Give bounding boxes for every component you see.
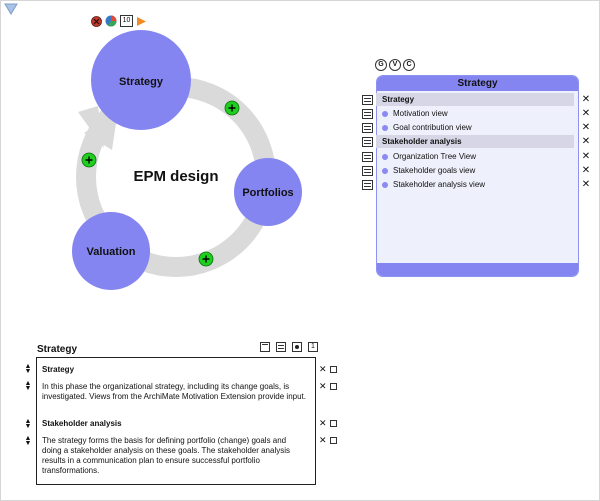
square-icon[interactable]	[330, 437, 337, 444]
reorder-icon[interactable]: ▲▼	[24, 435, 32, 447]
close-icon[interactable]: ✕	[319, 418, 327, 428]
window-icon[interactable]	[260, 342, 270, 352]
play-icon[interactable]	[136, 16, 147, 27]
view-item-label: Motivation view	[393, 109, 448, 118]
section-panel	[36, 357, 316, 485]
close-icon[interactable]: ✕	[581, 151, 591, 162]
close-icon[interactable]: ✕	[581, 179, 591, 190]
bullet-icon	[382, 154, 388, 160]
square-icon[interactable]	[330, 420, 337, 427]
list-icon[interactable]	[276, 342, 286, 352]
mode-button-v[interactable]: V	[389, 59, 401, 71]
view-item-stakeholder-analysis[interactable]: Stakeholder analysis view	[376, 178, 574, 191]
view-item-label: Stakeholder analysis view	[393, 180, 486, 189]
reorder-icon[interactable]: ▲▼	[24, 363, 32, 375]
number-box[interactable]: 10	[120, 15, 133, 27]
close-icon[interactable]: ✕	[319, 364, 327, 374]
node-valuation[interactable]: Valuation	[72, 212, 150, 290]
pie-chart-icon[interactable]	[105, 15, 117, 27]
epm-cycle-diagram: Strategy Portfolios Valuation EPM design	[72, 30, 302, 290]
mode-buttons: G V C	[375, 59, 415, 71]
close-icon[interactable]: ✕	[581, 108, 591, 119]
view-item-label: Stakeholder goals view	[393, 166, 476, 175]
cycle-arrowhead-tail	[84, 110, 118, 150]
view-group-stakeholder-analysis[interactable]: Stakeholder analysis	[376, 135, 574, 148]
section-body: In this phase the organizational strateg…	[42, 382, 306, 401]
view-item-label: Organization Tree View	[393, 152, 477, 161]
section-heading: Stakeholder analysis	[42, 419, 122, 428]
bullet-icon	[382, 111, 388, 117]
mode-button-g[interactable]: G	[375, 59, 387, 71]
document-icon[interactable]	[362, 137, 373, 147]
document-icon[interactable]	[362, 95, 373, 105]
number-box[interactable]: 1	[308, 342, 318, 352]
section-body: The strategy forms the basis for definin…	[42, 436, 291, 475]
view-item-organization-tree[interactable]: Organization Tree View	[376, 150, 574, 163]
document-icon[interactable]	[362, 123, 373, 133]
document-icon[interactable]	[362, 166, 373, 176]
close-icon[interactable]: ✕	[581, 122, 591, 133]
view-item-label: Goal contribution view	[393, 123, 472, 132]
close-icon[interactable]: ✕	[581, 165, 591, 176]
view-group-strategy[interactable]: Strategy	[376, 93, 574, 106]
section-heading: Strategy	[42, 365, 75, 374]
plus-icon[interactable]	[81, 152, 97, 168]
close-icon[interactable]: ✕	[581, 136, 591, 147]
dot-icon[interactable]	[292, 342, 302, 352]
section-panel-title: Strategy	[37, 344, 78, 355]
cycle-center-label: EPM design	[133, 168, 218, 185]
bullet-icon	[382, 168, 388, 174]
diagram-toolbar: 10	[91, 15, 147, 27]
square-icon[interactable]	[330, 366, 337, 373]
reorder-icon[interactable]: ▲▼	[24, 418, 32, 430]
view-item-motivation[interactable]: Motivation view	[376, 107, 574, 120]
document-icon[interactable]	[362, 180, 373, 190]
node-portfolios[interactable]: Portfolios	[234, 158, 302, 226]
close-icon[interactable]: ✕	[319, 381, 327, 391]
close-icon[interactable]: ✕	[581, 94, 591, 105]
plus-icon[interactable]	[198, 251, 214, 267]
document-icon[interactable]	[362, 109, 373, 119]
view-panel-title: Strategy	[377, 76, 578, 91]
bullet-icon	[382, 182, 388, 188]
stop-icon[interactable]	[91, 15, 102, 27]
node-label: Valuation	[87, 246, 136, 258]
triangle-down-icon[interactable]	[4, 3, 18, 15]
close-icon[interactable]: ✕	[319, 435, 327, 445]
bullet-icon	[382, 125, 388, 131]
document-icon[interactable]	[362, 152, 373, 162]
square-icon[interactable]	[330, 383, 337, 390]
mode-button-c[interactable]: C	[403, 59, 415, 71]
reorder-icon[interactable]: ▲▼	[24, 380, 32, 392]
view-panel: Strategy	[376, 75, 579, 277]
node-label: Portfolios	[242, 187, 293, 199]
view-item-stakeholder-goals[interactable]: Stakeholder goals view	[376, 164, 574, 177]
view-item-goal-contribution[interactable]: Goal contribution view	[376, 121, 574, 134]
node-strategy[interactable]: Strategy	[91, 30, 191, 130]
plus-icon[interactable]	[224, 100, 240, 116]
view-panel-footer	[377, 263, 578, 276]
node-label: Strategy	[119, 76, 164, 88]
